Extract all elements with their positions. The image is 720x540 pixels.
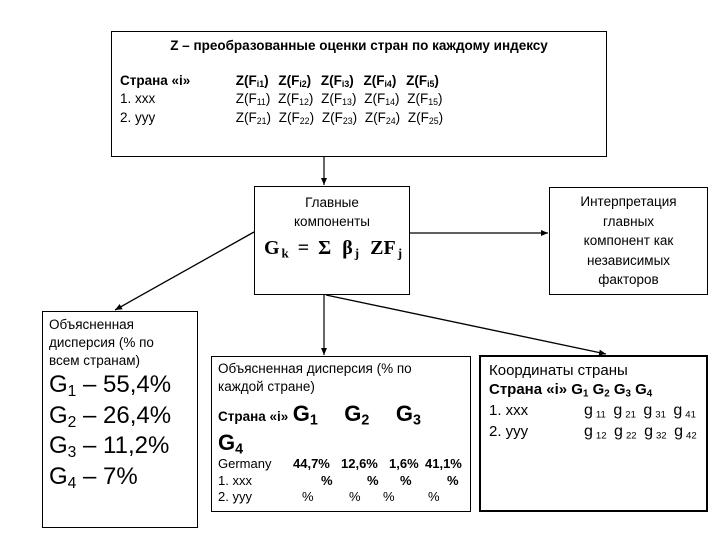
- z-cell: Z(Fi3): [320, 73, 354, 90]
- z-header-row: Страна «i» Z(Fi1) Z(Fi2) Z(Fi3) Z(Fi4) Z…: [120, 73, 445, 90]
- component-label: G1: [571, 381, 589, 400]
- table-row: 2. yyy % % % %: [218, 489, 440, 504]
- z-cell: Z(Fi1): [235, 73, 269, 90]
- country-coordinates-box: Координаты страны Страна «i» G1 G2 G3 G4…: [479, 355, 708, 512]
- caption: каждой стране): [218, 379, 315, 394]
- variance-item: G1 – 55,4%: [49, 371, 172, 400]
- z-cell: Z(F15): [407, 91, 443, 108]
- z-cell: Z(F13): [321, 91, 357, 108]
- table-row: Germany 44,7% 12,6% 1,6% 41,1%: [218, 456, 462, 471]
- table-row: 1. xxx % % % %: [218, 472, 459, 488]
- interp-text: факторов: [598, 272, 659, 287]
- component-label: G2: [592, 381, 610, 400]
- z-cell: Z(F11): [235, 91, 271, 108]
- interp-text: главных: [602, 213, 655, 229]
- caption: всем странам): [49, 353, 140, 368]
- component-header: Страна «i» G1 G2 G3: [218, 401, 421, 429]
- z-row: 2. yyy Z(F21) Z(F22) Z(F23) Z(F24) Z(F25…: [120, 110, 447, 127]
- caption: Объясненная: [49, 317, 134, 332]
- coordinates-title: Координаты страны: [489, 362, 628, 379]
- z-row: 1. xxx Z(F11) Z(F12) Z(F13) Z(F14) Z(F15…: [120, 91, 447, 108]
- component-label: G3: [395, 401, 421, 429]
- arrow-main-to-right: [325, 294, 607, 356]
- row-label: 1. xxx: [120, 91, 156, 106]
- z-cell: Z(F23): [321, 110, 358, 127]
- component-label: G4: [218, 430, 244, 458]
- variance-item: G3 – 11,2%: [49, 432, 170, 461]
- interp-text: независимых: [586, 252, 671, 268]
- overall-variance-box: Объясненная дисперсия (% по всем странам…: [42, 311, 198, 528]
- interp-text: компонент как: [583, 233, 674, 248]
- variance-item: G4 – 7%: [49, 462, 138, 492]
- caption: Объясненная дисперсия (% по: [218, 361, 412, 376]
- component-header: Страна «i» G1 G2 G3 G4: [489, 381, 653, 400]
- country-label: Страна «i»: [120, 73, 191, 88]
- component-label: G3: [613, 381, 631, 400]
- z-cell: Z(F24): [364, 110, 401, 127]
- interp-text: Интерпретация: [580, 194, 677, 209]
- main-components-title: Главные компоненты: [294, 195, 370, 229]
- row-label: 2. yyy: [120, 110, 156, 125]
- z-cell: Z(Fi2): [278, 73, 312, 90]
- z-scores-title: Z – преобразованные оценки стран по кажд…: [170, 38, 548, 53]
- z-cell: Z(F21): [235, 110, 272, 127]
- z-cell: Z(F22): [278, 110, 315, 127]
- z-cell: Z(Fi4): [363, 73, 397, 90]
- z-cell: Z(F12): [278, 91, 314, 108]
- arrow-main-to-left: [114, 231, 255, 311]
- caption: дисперсия (% по: [49, 335, 154, 350]
- z-cell: Z(F25): [407, 110, 444, 127]
- variance-item: G2 – 26,4%: [49, 401, 172, 431]
- z-cell: Z(F14): [364, 91, 400, 108]
- component-label: G1: [292, 401, 318, 429]
- z-cell: Z(Fi5): [406, 73, 439, 90]
- component-label: G4: [635, 381, 653, 400]
- component-label: G2: [344, 401, 370, 429]
- interpretation-box: Интерпретация главных компонент как неза…: [549, 187, 708, 295]
- z-scores-box: Z – преобразованные оценки стран по кажд…: [111, 31, 607, 157]
- per-country-variance-box: Объясненная дисперсия (% по каждой стран…: [211, 356, 471, 512]
